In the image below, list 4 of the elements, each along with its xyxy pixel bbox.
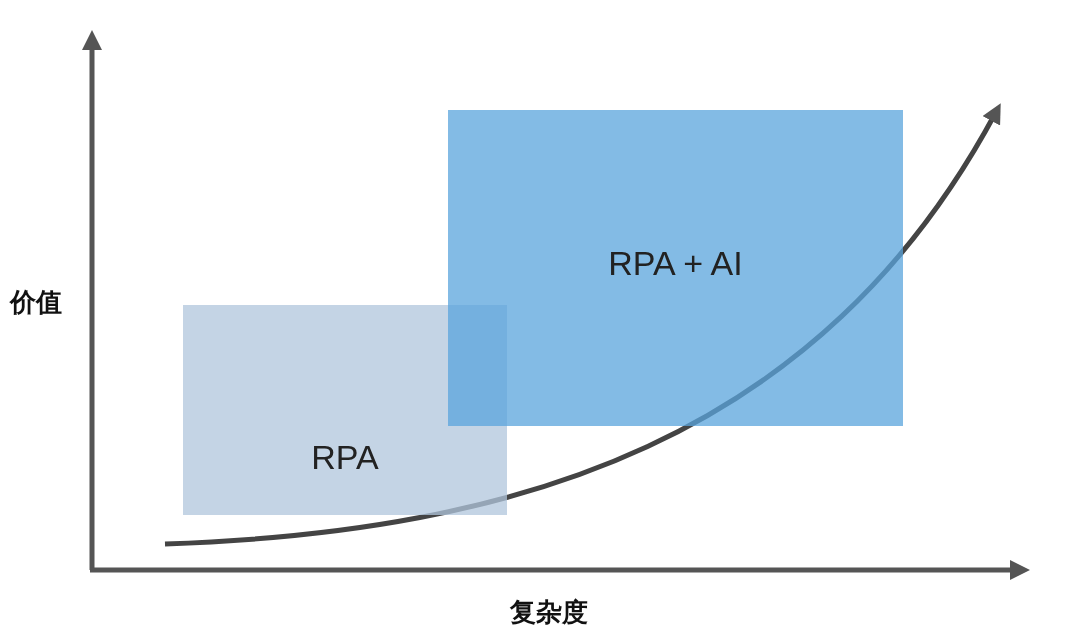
axis-title: 复杂度 bbox=[510, 596, 588, 629]
axis-title: 价值 bbox=[10, 286, 62, 319]
category-box: RPA + AI bbox=[448, 110, 903, 426]
category-box: RPA bbox=[183, 305, 507, 515]
